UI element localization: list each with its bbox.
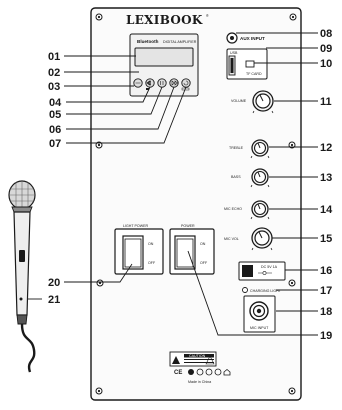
control-buttons	[133, 78, 191, 91]
callout-02: 02	[48, 67, 60, 79]
play-pause-button[interactable]	[157, 78, 167, 88]
microphone-cable	[20, 323, 36, 373]
microphone-switch[interactable]	[19, 250, 25, 262]
mic-vol-label: MIC VOL	[224, 237, 239, 241]
mic-echo-label: MIC ECHO	[224, 207, 242, 211]
callout-13: 13	[320, 172, 332, 184]
aux-input-label: AUX INPUT	[240, 36, 265, 41]
repeat-button[interactable]	[181, 78, 191, 88]
volume-label: VOLUME	[231, 99, 247, 103]
house-icon	[223, 368, 231, 376]
callout-04: 04	[49, 97, 62, 109]
callout-lines	[28, 32, 318, 336]
treble-knob[interactable]	[251, 139, 269, 157]
dc-input-port[interactable]	[242, 265, 253, 277]
screw-icon	[95, 13, 297, 395]
treble-label: TREBLE	[229, 146, 244, 150]
callout-16: 16	[320, 265, 332, 277]
microphone-grille-icon	[8, 180, 36, 213]
callout-10: 10	[320, 58, 332, 70]
callout-11: 11	[320, 96, 332, 108]
callout-numbers: 01 02 03 04 05 06 07 08 09 10 11 12 13 1…	[48, 28, 333, 342]
callout-15: 15	[320, 233, 332, 245]
charging-light	[242, 287, 248, 293]
power-on-label: ON	[200, 242, 206, 246]
power-off-label: OFF	[200, 261, 208, 265]
warning-triangle-icon	[172, 356, 180, 364]
callout-20: 20	[48, 277, 60, 289]
mic-input-label: MIC INPUT	[250, 326, 269, 330]
callout-14: 14	[320, 204, 333, 216]
callout-19: 19	[320, 330, 332, 342]
brand-logo: LEXIBOOK	[126, 13, 203, 27]
callout-12: 12	[320, 142, 332, 154]
mic-echo-knob[interactable]	[251, 200, 269, 218]
info-mark-icon	[205, 368, 213, 376]
tidy-man-icon	[196, 368, 204, 376]
callout-05: 05	[49, 109, 61, 121]
light-power-on-label: ON	[148, 242, 154, 246]
warning-triangle-icon-right	[205, 355, 215, 365]
callout-07: 07	[49, 138, 61, 150]
tf-card-label: TF CARD	[246, 72, 262, 76]
sort-mark-icon	[214, 368, 222, 376]
volume-knob[interactable]	[252, 90, 274, 112]
callout-03: 03	[48, 81, 60, 93]
dc-rating-label: DC 5V 1A	[261, 265, 278, 269]
charging-light-label: CHARGING LIGHT	[250, 289, 282, 293]
callout-06: 06	[49, 124, 61, 136]
dc-polarity-icon	[258, 271, 272, 275]
usb-label: USB	[230, 51, 238, 55]
bass-label: BASS	[231, 175, 241, 179]
lcd-display	[134, 47, 194, 67]
callout-01: 01	[48, 51, 60, 63]
microphone	[8, 180, 36, 373]
light-power-off-label: OFF	[148, 261, 156, 265]
mic-vol-knob[interactable]	[251, 227, 273, 249]
next-button[interactable]	[169, 78, 179, 88]
recycle-mark-icon	[188, 369, 194, 375]
callout-09: 09	[320, 43, 332, 55]
tf-card-slot[interactable]	[245, 60, 255, 68]
ce-mark-icon: CE	[174, 370, 182, 376]
callout-17: 17	[320, 285, 332, 297]
power-label: POWER	[181, 224, 195, 228]
callout-18: 18	[320, 306, 332, 318]
brand-trademark: ®	[206, 14, 209, 18]
certification-marks: CE	[174, 368, 231, 376]
bluetooth-sub: DIGITAL AMPLIFIER	[163, 40, 197, 44]
callout-21: 21	[48, 294, 60, 306]
caution-text: CAUTION	[189, 354, 206, 358]
bass-knob[interactable]	[251, 168, 269, 186]
made-in-label: Made in China	[188, 380, 211, 384]
bluetooth-logo: Bluetooth	[137, 39, 159, 44]
callout-08: 08	[320, 28, 332, 40]
light-power-label: LIGHT POWER	[123, 224, 148, 228]
